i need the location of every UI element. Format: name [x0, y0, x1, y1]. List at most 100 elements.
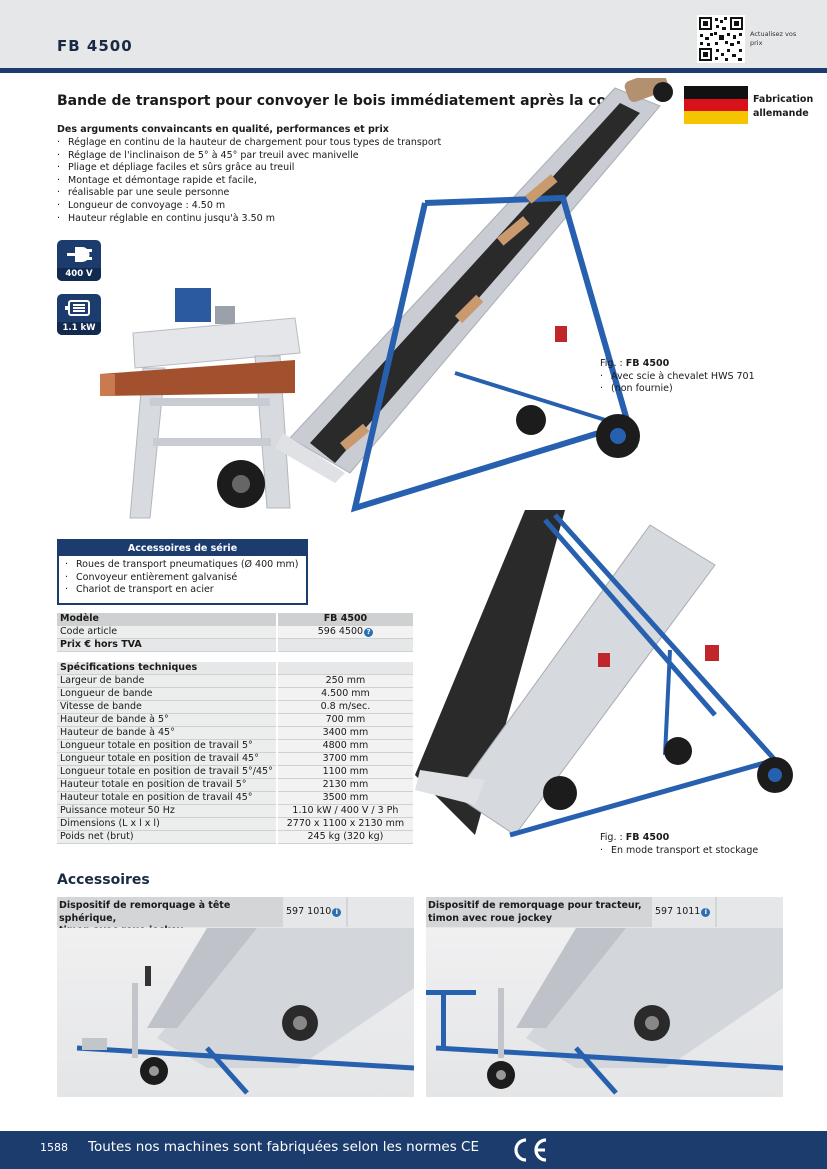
price-label: Prix € hors TVA — [57, 638, 277, 652]
conveyor-illustration — [275, 78, 673, 513]
accessory-card-ball-hitch[interactable]: Dispositif de remorquage à tête sphériqu… — [57, 897, 414, 1097]
germany-flag-icon — [684, 86, 748, 124]
spec-label: Largeur de bande — [57, 674, 277, 688]
accessories-title: Accessoires — [57, 872, 150, 888]
series-accessories-box: Accessoires de série Roues de transport … — [57, 539, 308, 605]
accessory-image-ball-hitch — [57, 928, 414, 1097]
spec-value: 1100 mm — [275, 765, 413, 779]
spec-label: Hauteur totale en position de travail 5° — [57, 778, 277, 792]
list-item: Réglage en continu de la hauteur de char… — [57, 137, 477, 150]
list-item: Réglage de l'inclinaison de 5° à 45° par… — [57, 150, 477, 163]
made-in-label: Fabrication allemande — [753, 94, 814, 119]
product-image-transport-mode — [415, 510, 793, 838]
power-value: 1.1 kW — [57, 322, 101, 335]
spec-label: Poids net (brut) — [57, 830, 277, 844]
header-divider — [0, 68, 827, 73]
power-badge: 1.1 kW — [57, 294, 101, 335]
table-row: Code article 596 4500? — [57, 625, 413, 639]
spec-value: 0.8 m/sec. — [275, 700, 413, 714]
spec-value: 1.10 kW / 400 V / 3 Ph — [275, 804, 413, 818]
spec-label: Hauteur totale en position de travail 45… — [57, 791, 277, 805]
spec-label: Hauteur de bande à 5° — [57, 713, 277, 727]
spec-value: 2130 mm — [275, 778, 413, 792]
page-number: 1588 — [40, 1141, 68, 1154]
series-accessories-list: Roues de transport pneumatiques (Ø 400 m… — [59, 556, 306, 597]
motor-icon — [57, 294, 101, 322]
table-row: Longueur totale en position de travail 4… — [57, 752, 413, 766]
list-item: Convoyeur entièrement galvanisé — [65, 572, 306, 585]
spec-value: 245 kg (320 kg) — [275, 830, 413, 844]
footer-text: Toutes nos machines sont fabriquées selo… — [88, 1139, 480, 1155]
plug-icon — [57, 240, 101, 268]
tech-label: Spécifications techniques — [57, 661, 277, 675]
model-title: FB 4500 — [57, 37, 133, 55]
saw-horse-illustration — [100, 288, 301, 519]
arguments-title: Des arguments convaincants en qualité, p… — [57, 124, 389, 135]
ce-mark-icon — [514, 1138, 547, 1162]
model-value: FB 4500 — [275, 613, 413, 626]
table-row: Spécifications techniques — [57, 661, 413, 675]
page-footer: 1588 Toutes nos machines sont fabriquées… — [0, 1131, 827, 1169]
info-icon[interactable]: i — [701, 908, 711, 917]
product-image-working-position — [100, 78, 673, 519]
spec-value: 3500 mm — [275, 791, 413, 805]
spec-label: Dimensions (L x l x l) — [57, 817, 277, 831]
spec-value: 3400 mm — [275, 726, 413, 740]
spec-label: Puissance moteur 50 Hz — [57, 804, 277, 818]
headline: Bande de transport pour convoyer le bois… — [57, 93, 642, 109]
price-value — [275, 638, 413, 652]
accessory-card-tractor-hitch[interactable]: Dispositif de remorquage pour tracteur, … — [426, 897, 783, 1097]
table-row: Hauteur de bande à 5°700 mm — [57, 713, 413, 727]
spec-value: 700 mm — [275, 713, 413, 727]
spec-value: 4.500 mm — [275, 687, 413, 701]
spec-value: 250 mm — [275, 674, 413, 688]
figure1-caption: Fig. : FB 4500 Avec scie à chevalet HWS … — [600, 358, 755, 396]
spec-label: Longueur totale en position de travail 4… — [57, 752, 277, 766]
table-row: Modèle FB 4500 — [57, 613, 413, 626]
accessory-image-tractor-hitch — [426, 928, 783, 1097]
list-item: Montage et démontage rapide et facile, — [57, 175, 477, 188]
list-item: Hauteur réglable en continu jusqu'à 3.50… — [57, 213, 477, 226]
spec-value: 2770 x 1100 x 2130 mm — [275, 817, 413, 831]
figure2-caption: Fig. : FB 4500 En mode transport et stoc… — [600, 832, 758, 857]
voltage-badge: 400 V — [57, 240, 101, 281]
series-accessories-title: Accessoires de série — [59, 541, 306, 556]
table-row: Hauteur totale en position de travail 45… — [57, 791, 413, 805]
list-item: Chariot de transport en acier — [65, 584, 306, 597]
table-row: Poids net (brut)245 kg (320 kg) — [57, 830, 413, 844]
code-value: 596 4500 — [317, 626, 364, 637]
voltage-value: 400 V — [57, 268, 101, 281]
accessory-name: Dispositif de remorquage pour tracteur, … — [428, 900, 642, 924]
table-row: Prix € hors TVA — [57, 638, 413, 652]
table-row: Hauteur totale en position de travail 5°… — [57, 778, 413, 792]
info-icon[interactable]: ? — [364, 628, 374, 637]
spec-value: 4800 mm — [275, 739, 413, 753]
list-item: réalisable par une seule personne — [57, 187, 477, 200]
spec-label: Longueur totale en position de travail 5… — [57, 765, 277, 779]
arguments-list: Réglage en continu de la hauteur de char… — [57, 137, 477, 225]
list-item: Longueur de convoyage : 4.50 m — [57, 200, 477, 213]
spec-label: Hauteur de bande à 45° — [57, 726, 277, 740]
accessory-price — [717, 897, 783, 927]
model-label: Modèle — [57, 613, 277, 626]
code-label: Code article — [57, 625, 277, 639]
spec-value: 3700 mm — [275, 752, 413, 766]
table-row: Hauteur de bande à 45°3400 mm — [57, 726, 413, 740]
spec-label: Longueur totale en position de travail 5… — [57, 739, 277, 753]
accessory-price — [348, 897, 414, 927]
spec-label: Longueur de bande — [57, 687, 277, 701]
qr-code-icon[interactable] — [697, 15, 745, 63]
list-item: Pliage et dépliage faciles et sûrs grâce… — [57, 162, 477, 175]
info-icon[interactable]: i — [332, 908, 342, 917]
table-row: Dimensions (L x l x l)2770 x 1100 x 2130… — [57, 817, 413, 831]
table-row: Longueur totale en position de travail 5… — [57, 765, 413, 779]
qr-label: Actualisez vos prix — [750, 30, 797, 47]
list-item: Roues de transport pneumatiques (Ø 400 m… — [65, 559, 306, 572]
